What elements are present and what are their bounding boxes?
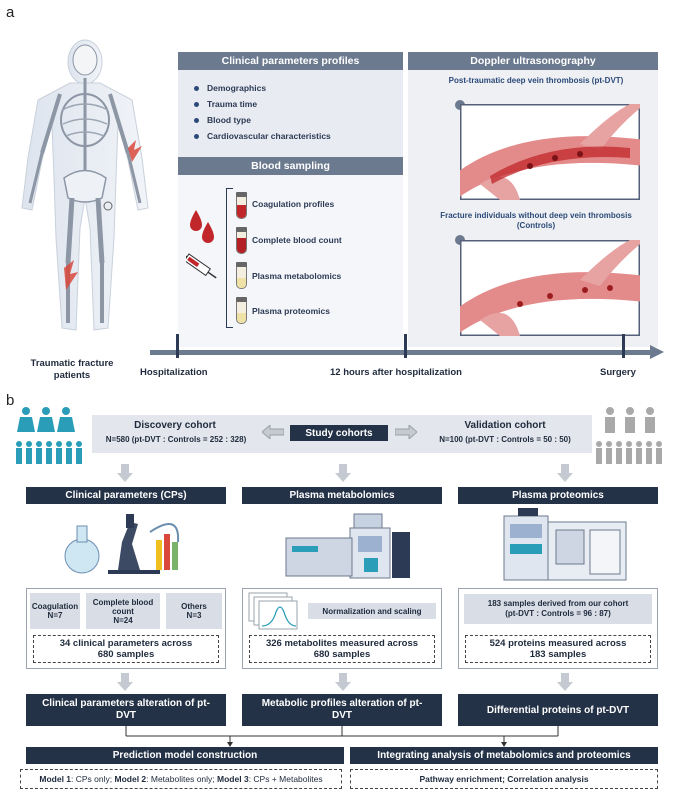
proteomics-instrument-illustration	[503, 508, 627, 581]
differential-proteins-result: Differential proteins of pt-DVT	[458, 694, 658, 726]
panel-letter-a: a	[6, 4, 15, 21]
doppler-header: Doppler ultrasonography	[408, 52, 658, 70]
clinical-parameters-result: Clinical parameters alteration of pt-DVT	[26, 694, 226, 726]
vein-controls-image	[460, 240, 640, 336]
connector-lines	[125, 726, 559, 747]
lab-equipment-illustration	[64, 514, 180, 574]
doppler-case-ptdvt: Post-traumatic deep vein thrombosis (pt-…	[448, 76, 624, 85]
bullet-icon	[194, 133, 199, 139]
chip-proteomics-samples: 183 samples derived from our cohort(pt-D…	[464, 594, 652, 624]
arrow-right-icon	[395, 425, 417, 439]
vein-thrombus-image	[460, 104, 640, 200]
discovery-cohort-n: N=580 (pt-DVT : Controls = 252 : 328)	[105, 435, 247, 444]
clinical-parameters-column-header: Clinical parameters (CPs)	[26, 487, 226, 504]
list-item: Blood type	[194, 112, 399, 128]
timeline-surgery: Surgery	[600, 367, 636, 378]
list-item: Demographics	[194, 80, 399, 96]
clinical-parameters-header: Clinical parameters profiles	[178, 52, 403, 70]
tube-icon	[236, 262, 247, 289]
blood-item-complete-blood-count: Complete blood count	[252, 235, 342, 245]
blood-sampling-header: Blood sampling	[178, 157, 403, 175]
bullet-icon	[194, 85, 199, 91]
timeline-12-hours: 12 hours after hospitalization	[330, 367, 462, 378]
mass-spectrometer-illustration	[285, 513, 410, 579]
study-cohorts-label: Study cohorts	[290, 425, 388, 441]
validation-people-icon	[596, 407, 662, 464]
timeline-patients: Traumatic fracture patients	[30, 358, 114, 381]
timeline-hospitalization: Hospitalization	[140, 367, 208, 378]
panel-letter-b: b	[6, 392, 15, 409]
tube-icon	[236, 192, 247, 219]
normalization-curve-icon	[248, 592, 298, 630]
blood-item-proteomics: Plasma proteomics	[252, 306, 330, 316]
discovery-people-icon	[16, 407, 82, 464]
arrow-down-icon	[117, 673, 133, 691]
arrow-left-icon	[262, 425, 284, 439]
validation-cohort-n: N=100 (pt-DVT : Controls = 50 : 50)	[439, 435, 571, 444]
arrow-down-icon	[557, 464, 573, 482]
list-item: Trauma time	[194, 96, 399, 112]
doppler-case-controls: Fracture individuals without deep vein t…	[440, 211, 632, 230]
plasma-metabolomics-column-header: Plasma metabolomics	[242, 487, 442, 504]
integrating-analysis-header: Integrating analysis of metabolomics and…	[350, 747, 658, 764]
pathway-analysis: Pathway enrichment; Correlation analysis	[350, 769, 658, 789]
discovery-cohort-title: Discovery cohort	[134, 420, 216, 431]
blood-item-coagulation: Coagulation profiles	[252, 199, 335, 209]
arrow-down-icon	[335, 464, 351, 482]
arrow-down-icon	[335, 673, 351, 691]
arrow-down-icon	[117, 464, 133, 482]
plasma-proteomics-column-header: Plasma proteomics	[458, 487, 658, 504]
prediction-model-header: Prediction model construction	[26, 747, 344, 764]
metabolic-profiles-result: Metabolic profiles alteration of pt-DVT	[242, 694, 442, 726]
model-list: Model 1: CPs only; Model 2: Metabolites …	[20, 769, 342, 789]
list-item: Cardiovascular characteristics	[194, 128, 399, 144]
bullet-icon	[194, 117, 199, 123]
tube-icon	[236, 297, 247, 324]
blood-item-metabolomics: Plasma metabolomics	[252, 271, 342, 281]
tube-icon	[236, 227, 247, 254]
skeleton-illustration	[21, 39, 149, 331]
validation-cohort-title: Validation cohort	[464, 420, 546, 431]
arrow-down-icon	[557, 673, 573, 691]
clinical-parameters-list: Demographics Trauma time Blood type Card…	[194, 80, 399, 144]
blood-drop-syringe-icon	[186, 210, 217, 279]
bullet-icon	[194, 101, 199, 107]
chip-normalization: Normalization and scaling	[308, 603, 436, 619]
